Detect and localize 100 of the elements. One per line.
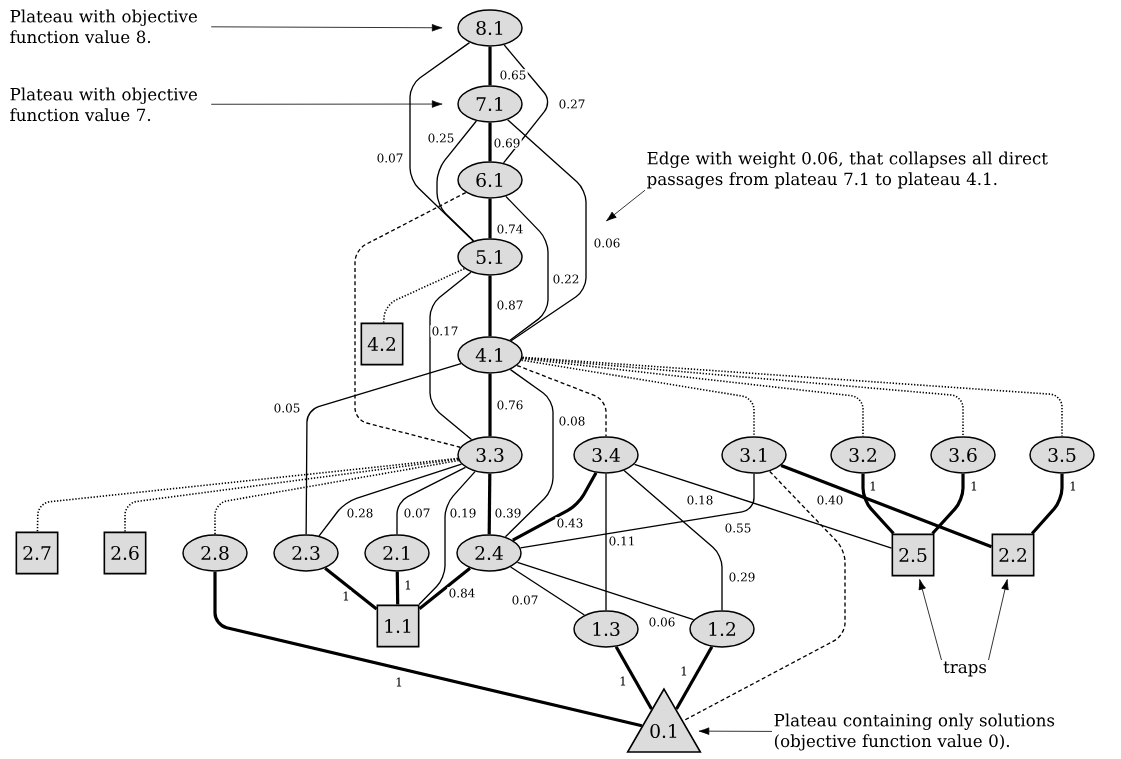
edge-label: 1 — [340, 590, 352, 602]
edge-line — [395, 571, 400, 605]
edge-label: 0.74 — [495, 223, 525, 235]
edge-line — [488, 373, 492, 437]
ellipse-node: 7.1 — [457, 85, 523, 123]
edge-label: 0.06 — [647, 616, 677, 628]
edge-line — [354, 191, 467, 448]
edge-label: 0.84 — [447, 587, 477, 599]
edge-line — [614, 646, 653, 710]
edge-label: 1 — [393, 676, 405, 688]
ellipse-node: 2.8 — [182, 534, 248, 572]
edge-line — [502, 44, 549, 164]
arrow — [210, 24, 443, 32]
edge-line — [382, 267, 466, 324]
edge-line — [318, 463, 463, 537]
edge-line — [512, 472, 598, 542]
edge-line — [214, 459, 460, 536]
edge-line — [213, 571, 643, 728]
edge-line — [504, 368, 554, 538]
edge-line — [488, 122, 492, 162]
ellipse-node: 3.4 — [573, 436, 639, 474]
edge-label: 0.76 — [495, 399, 525, 411]
annotation-text: Plateau with objective function value 8. — [10, 9, 197, 44]
edge-label: 0.05 — [272, 402, 302, 414]
square-node: 2.7 — [15, 531, 59, 575]
ellipse-node: 3.2 — [830, 436, 896, 474]
edge-line — [520, 359, 755, 438]
edge-label: 1 — [678, 665, 690, 677]
ellipse-node: 5.1 — [457, 238, 523, 276]
edge-label: 0.19 — [448, 507, 478, 519]
edge-line — [396, 466, 467, 535]
edge-label: 0.65 — [498, 69, 528, 81]
edge-line — [682, 470, 846, 722]
ellipse-node: 6.1 — [457, 161, 523, 199]
edge-label: 0.55 — [723, 522, 753, 534]
edge-label: 0.28 — [345, 507, 375, 519]
edge-line — [633, 463, 893, 549]
ellipse-node: 3.6 — [930, 436, 996, 474]
arrow — [988, 579, 1009, 661]
edge-line — [488, 46, 492, 86]
edge-line — [488, 198, 492, 239]
annotation-text: traps — [943, 661, 987, 677]
annotation-text: Plateau with objective function value 7. — [10, 87, 197, 122]
ellipse-node: 2.4 — [456, 534, 522, 572]
edge-label: 0.07 — [375, 152, 405, 164]
edge-label: 0.22 — [551, 273, 581, 285]
edge-label: 1 — [968, 480, 980, 492]
edge-line — [505, 195, 549, 341]
edge-line — [510, 566, 586, 616]
ellipse-node: 1.2 — [689, 610, 755, 648]
edge-label: 0.39 — [493, 507, 523, 519]
edge-label: 0.40 — [815, 494, 845, 506]
edge-line — [418, 471, 476, 606]
edge-label: 0.17 — [430, 325, 460, 337]
edge-label: 0.06 — [592, 237, 622, 249]
edge-line — [675, 646, 714, 710]
edge-line — [521, 357, 964, 438]
edge-label: 0.29 — [727, 571, 757, 583]
edge-line — [516, 364, 607, 437]
edge-line — [1030, 473, 1064, 535]
edge-label: 1 — [617, 675, 629, 687]
ellipse-node: 1.3 — [573, 610, 639, 648]
edge-label: 0.18 — [685, 494, 715, 506]
edge-label: 0.87 — [495, 299, 525, 311]
edge-label: 0.69 — [492, 137, 522, 149]
edge-line — [605, 473, 607, 611]
edge-line — [516, 561, 695, 621]
edge-label: 1 — [402, 579, 414, 591]
edge-label: 0.08 — [557, 415, 587, 427]
edge-label: 0.07 — [402, 507, 432, 519]
annotation-text: Plateau containing only solutions (objective function value 0). — [774, 713, 1055, 751]
edge-line — [124, 458, 459, 533]
arrow — [210, 100, 443, 108]
ellipse-node: 2.3 — [273, 534, 339, 572]
ellipse-node: 3.3 — [457, 436, 523, 474]
edge-label: 1 — [867, 480, 879, 492]
square-node: 1.1 — [376, 604, 420, 648]
edge-label: 0.11 — [607, 535, 637, 547]
edge-line — [519, 473, 755, 549]
ellipse-node: 3.1 — [721, 436, 787, 474]
edge-line — [931, 473, 965, 535]
ellipse-node: 3.5 — [1029, 436, 1095, 474]
edge-line — [436, 120, 477, 242]
edge-line — [487, 473, 492, 535]
square-node: 2.5 — [891, 533, 935, 577]
edge-line — [36, 457, 459, 533]
arrow — [606, 189, 646, 222]
ellipse-node: 8.1 — [457, 9, 523, 47]
edge-line — [418, 567, 471, 611]
arrow — [918, 579, 942, 661]
edge-line — [488, 275, 492, 337]
edge-line — [305, 363, 462, 535]
edge-label: 0.07 — [510, 594, 540, 606]
edge-line — [861, 473, 895, 535]
ellipse-node: 2.1 — [364, 534, 430, 572]
edge-label: 0.43 — [555, 517, 585, 529]
square-node: 2.6 — [103, 531, 147, 575]
square-node: 4.2 — [360, 322, 404, 366]
edge-label: 0.25 — [426, 132, 456, 144]
arrow — [698, 727, 773, 735]
